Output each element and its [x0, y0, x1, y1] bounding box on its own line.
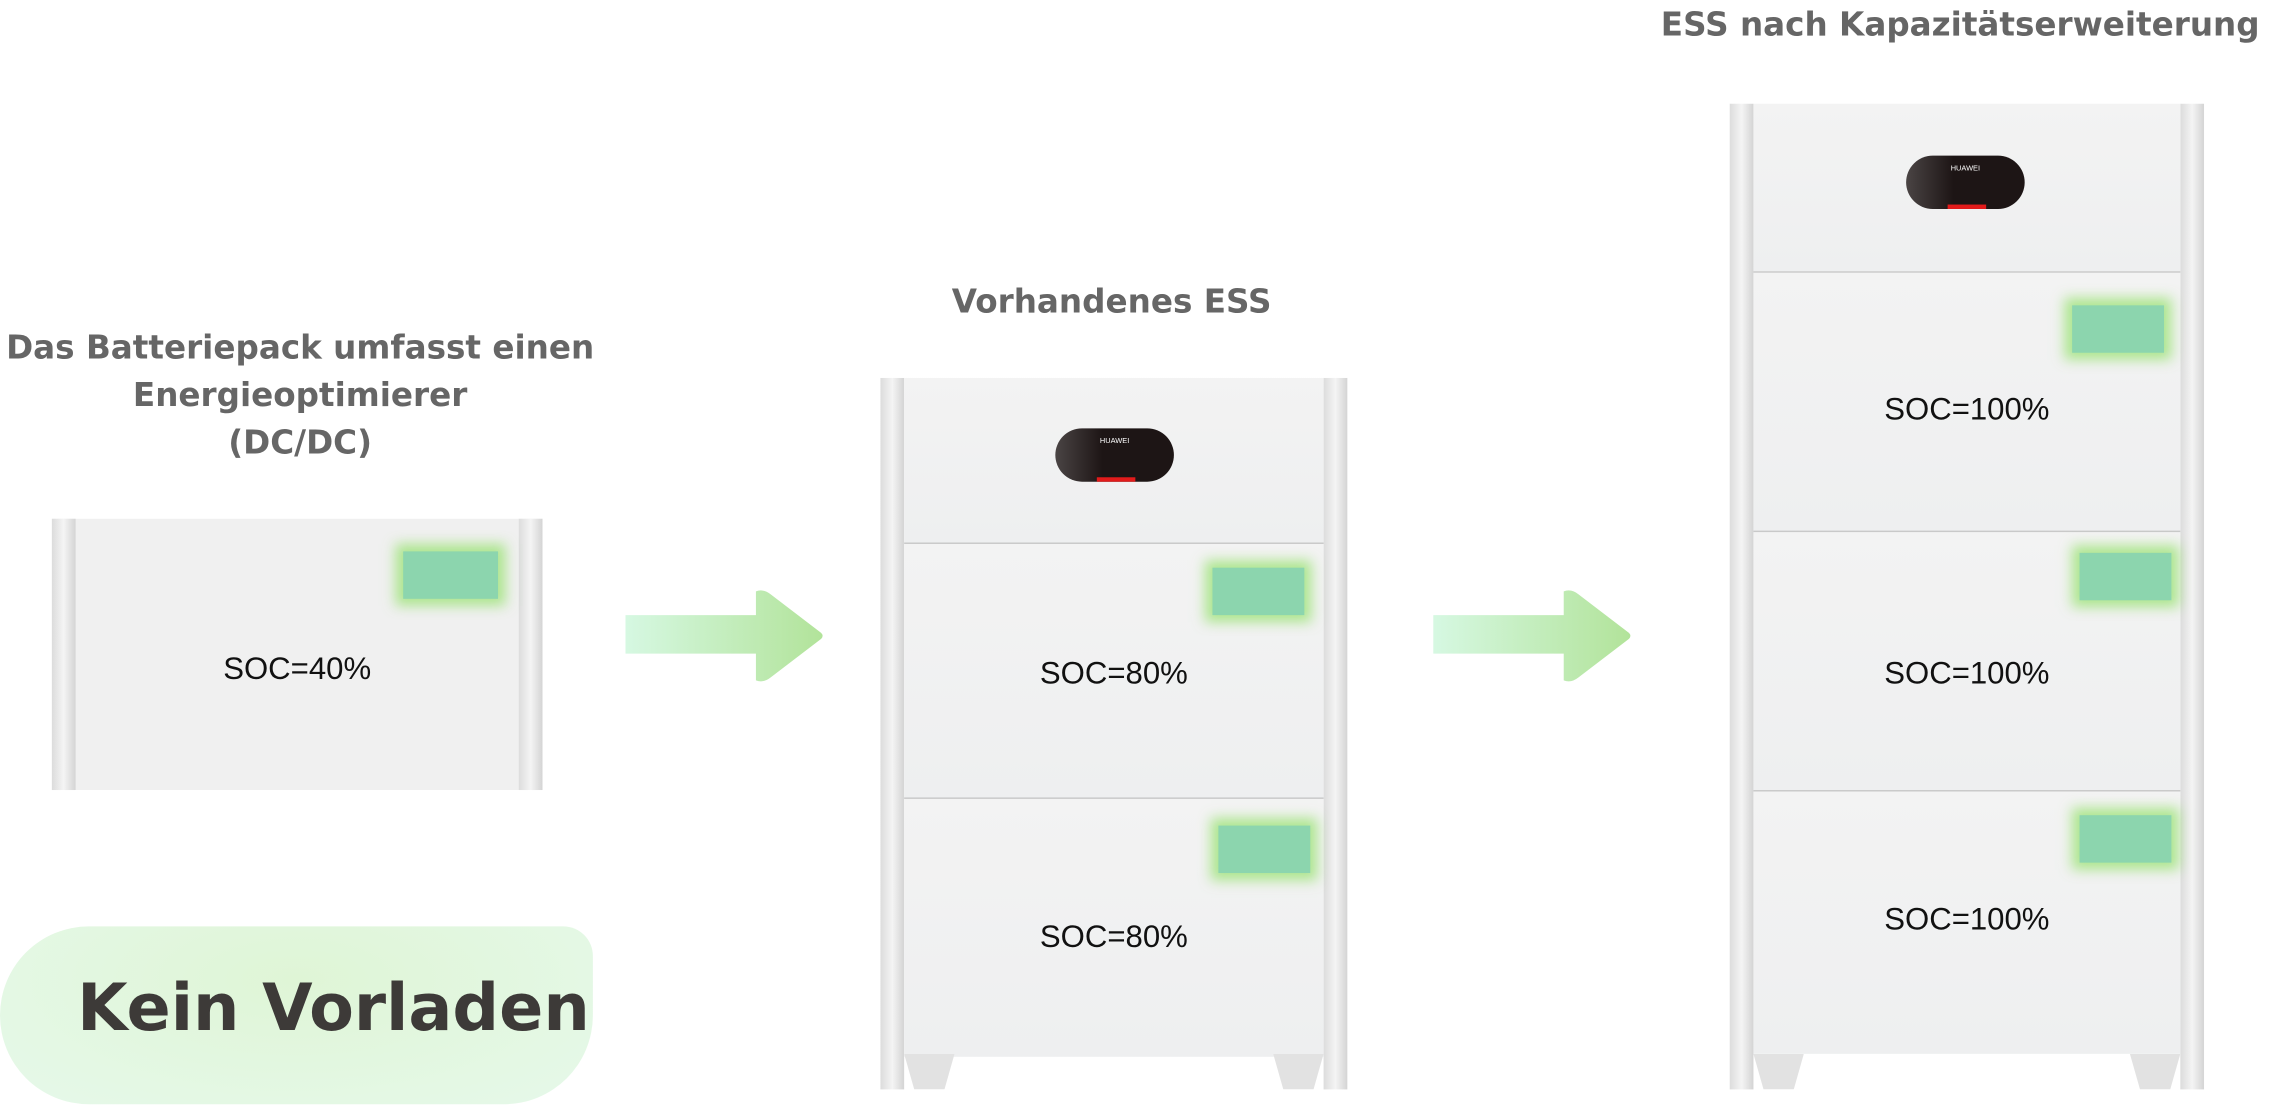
expanded-ess-title: ESS nach Kapazitätserweiterung: [1660, 7, 2260, 45]
arrow-right-icon: [625, 590, 823, 682]
single-battery-pack: SOC=40%: [51, 518, 543, 791]
led-indicator: [2079, 552, 2172, 601]
battery-module: SOC=80%: [904, 542, 1324, 799]
led-indicator: [1212, 567, 1305, 616]
control-module: HUAWEI: [1753, 103, 2181, 272]
led-indicator: [2072, 305, 2165, 353]
battery-pack-caption: Das Batteriepack umfasst einen Energieop…: [0, 326, 600, 468]
battery-module: SOC=100%: [1753, 530, 2181, 792]
soc-label: SOC=100%: [1884, 656, 2050, 691]
led-indicator: [1218, 825, 1311, 874]
no-precharge-badge: Kein Vorladen: [0, 926, 593, 1105]
soc-label: SOC=40%: [223, 652, 372, 687]
control-module: HUAWEI: [904, 377, 1324, 543]
battery-module: SOC=80%: [904, 797, 1324, 1057]
battery-module: SOC=100%: [1753, 271, 2181, 533]
caption-line: Energieoptimierer: [132, 377, 468, 416]
soc-label: SOC=80%: [1039, 920, 1188, 955]
badge-text: Kein Vorladen: [77, 970, 590, 1047]
arrow-right-icon: [1433, 590, 1631, 682]
soc-label: SOC=100%: [1884, 392, 2050, 427]
soc-label: SOC=80%: [1039, 656, 1188, 691]
caption-line: (DC/DC): [228, 425, 373, 463]
soc-label: SOC=100%: [1884, 902, 2050, 937]
battery-module: SOC=100%: [1753, 790, 2181, 1054]
huawei-display-icon: HUAWEI: [1055, 428, 1174, 482]
huawei-display-icon: HUAWEI: [1906, 155, 2025, 209]
led-indicator: [403, 551, 499, 599]
existing-ess-title: Vorhandenes ESS: [951, 284, 1272, 322]
expanded-ess-tower: HUAWEI SOC=100% SOC=100% SOC=100%: [1729, 103, 2205, 1090]
existing-ess-tower: HUAWEI SOC=80% SOC=80%: [880, 377, 1348, 1090]
caption-line: Das Batteriepack umfasst einen: [6, 330, 595, 368]
led-indicator: [2079, 815, 2172, 863]
